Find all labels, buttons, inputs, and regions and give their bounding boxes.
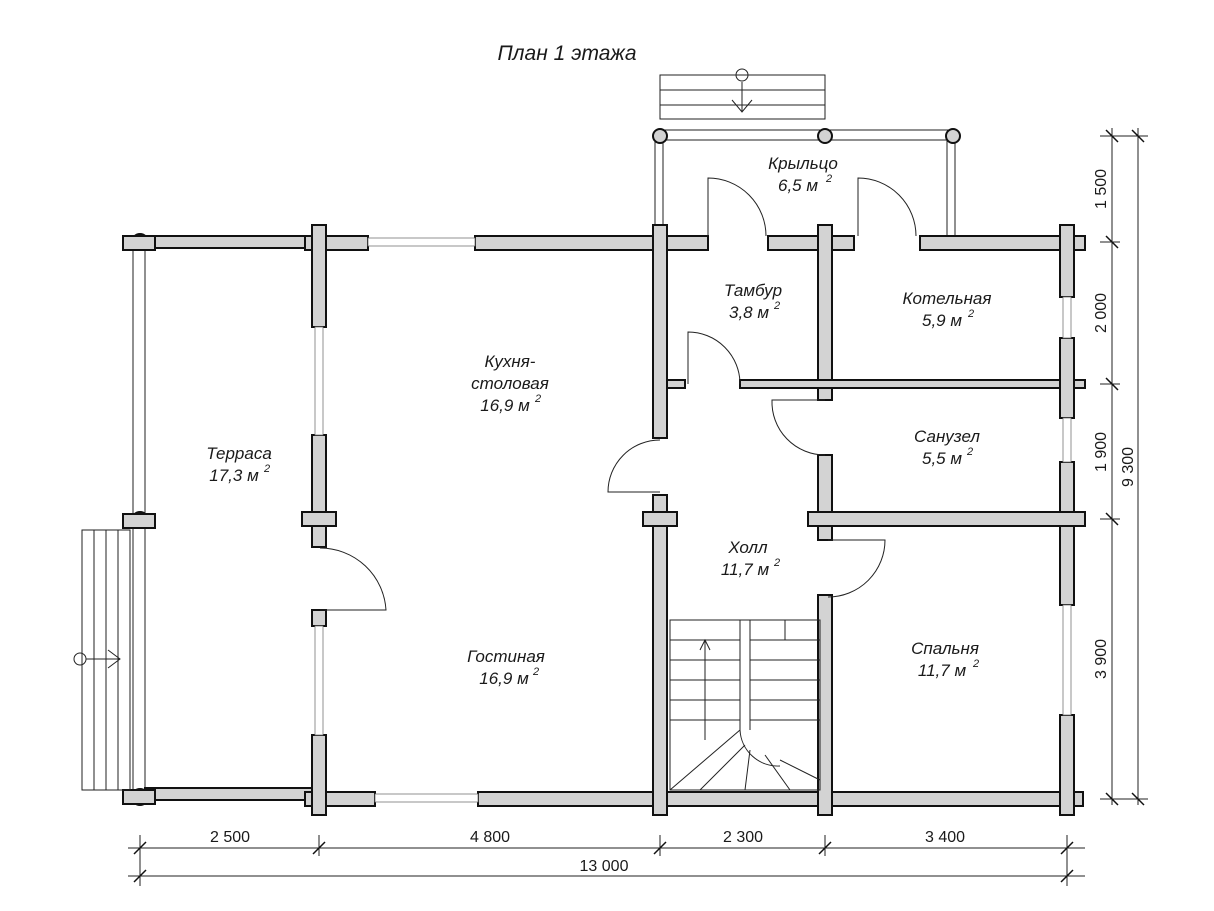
room-name: Крыльцо xyxy=(768,154,838,173)
room-label-terrasa: Терраса 17,3 м 2 xyxy=(206,444,272,485)
area-unit-power: 2 xyxy=(773,300,780,312)
area-unit-power: 2 xyxy=(966,446,973,458)
terrace-steps xyxy=(73,529,131,791)
room-area: 3,8 м xyxy=(729,303,769,322)
room-label-spalnya: Спальня 11,7 м 2 xyxy=(911,639,979,680)
room-area: 11,7 м xyxy=(918,661,967,680)
area-unit-power: 2 xyxy=(532,666,539,678)
room-name-line2: столовая xyxy=(471,374,549,393)
dim-label-right: 1 900 xyxy=(1093,432,1110,472)
staircase xyxy=(669,619,821,791)
room-name: Спальня xyxy=(911,639,979,658)
dim-label-total-right: 9 300 xyxy=(1120,447,1137,487)
room-name: Кухня- xyxy=(485,352,536,371)
dim-label-bottom: 4 800 xyxy=(470,829,510,846)
dimensions-right xyxy=(1100,128,1148,806)
dimensions-bottom xyxy=(128,835,1085,886)
area-unit-power: 2 xyxy=(825,173,832,185)
room-area: 16,9 м xyxy=(479,669,529,688)
area-unit-power: 2 xyxy=(534,393,541,405)
room-label-kuhnya: Кухня- столовая 16,9 м 2 xyxy=(471,352,549,415)
room-label-sanuzel: Санузел 5,5 м 2 xyxy=(914,427,980,468)
dim-label-total-bottom: 13 000 xyxy=(580,858,629,875)
dim-label-right: 2 000 xyxy=(1093,293,1110,333)
room-area: 11,7 м xyxy=(721,560,770,579)
porch-steps xyxy=(659,68,826,120)
room-name: Санузел xyxy=(914,427,980,446)
porch-railing xyxy=(652,128,961,235)
area-unit-power: 2 xyxy=(972,658,979,670)
dim-label-bottom: 2 500 xyxy=(210,829,250,846)
dim-label-right: 1 500 xyxy=(1093,169,1110,209)
room-area: 17,3 м xyxy=(209,466,259,485)
room-label-tambur: Тамбур 3,8 м 2 xyxy=(724,281,782,322)
room-area: 16,9 м xyxy=(480,396,530,415)
room-area: 6,5 м xyxy=(778,176,818,195)
room-name: Котельная xyxy=(903,289,992,308)
dim-label-bottom: 3 400 xyxy=(925,829,965,846)
room-label-krylco: Крыльцо 6,5 м 2 xyxy=(768,154,838,195)
doors xyxy=(319,177,917,611)
room-name: Холл xyxy=(727,538,768,557)
area-unit-power: 2 xyxy=(263,463,270,475)
plan-title: План 1 этажа xyxy=(497,42,636,65)
room-name: Тамбур xyxy=(724,281,782,300)
area-unit-power: 2 xyxy=(967,308,974,320)
room-label-holl: Холл 11,7 м 2 xyxy=(721,538,780,579)
area-unit-power: 2 xyxy=(773,557,780,569)
room-area: 5,9 м xyxy=(922,311,962,330)
room-area: 5,5 м xyxy=(922,449,962,468)
room-label-kotelnaya: Котельная 5,9 м 2 xyxy=(903,289,992,330)
room-label-gostinaya: Гостиная 16,9 м 2 xyxy=(467,647,545,688)
room-name: Гостиная xyxy=(467,647,545,666)
terrace-frame xyxy=(122,233,316,806)
dim-label-bottom: 2 300 xyxy=(723,829,763,846)
walls xyxy=(301,224,1086,816)
room-name: Терраса xyxy=(206,444,272,463)
dim-label-right: 3 900 xyxy=(1093,639,1110,679)
